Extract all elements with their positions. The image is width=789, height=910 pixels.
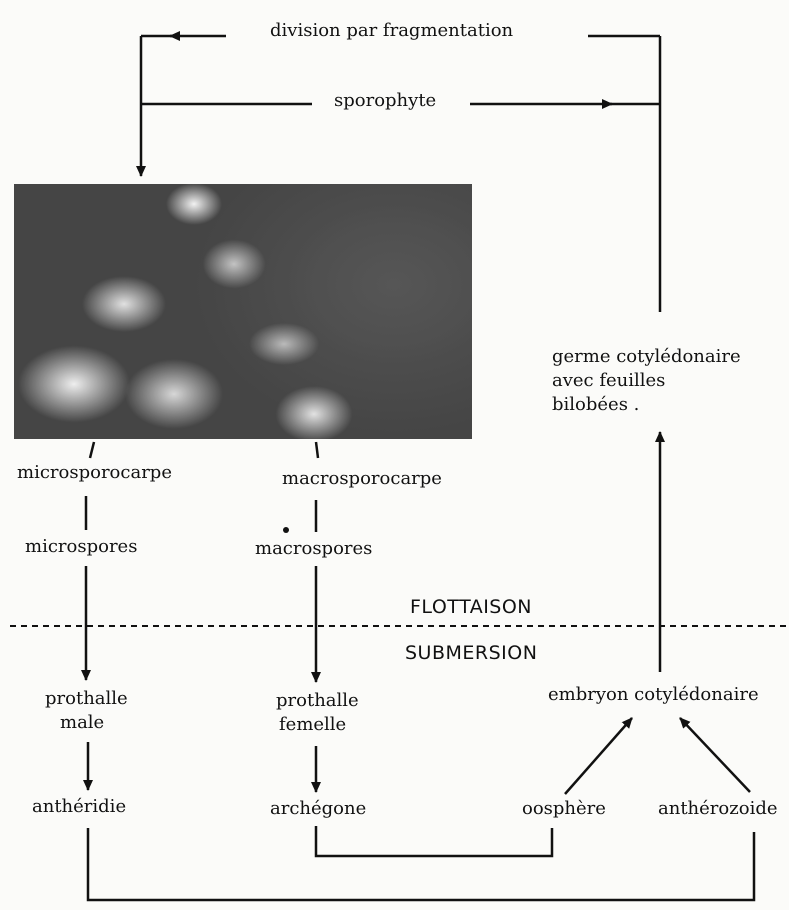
division-label: division par fragmentation [270,20,513,43]
oosphere-to-embryon-arrow [565,718,632,794]
ink-dot [283,527,289,533]
antheridie-to-antherozoide-connector [88,828,754,900]
prothalle-male-line-1: prothalle [45,688,128,711]
macrosporocarpe-label: macrosporocarpe [282,468,442,491]
prothalle-male-line-2: male [60,712,104,735]
antherozoide-to-embryon-arrow [680,718,750,792]
antheridie-label: anthéridie [32,796,126,819]
germe-line-1: germe cotylédonaire [552,346,741,369]
embryon-label: embryon cotylédonaire [548,684,759,707]
microspores-label: microspores [25,536,137,559]
prothalle-femelle-line-2: femelle [279,714,346,737]
sporophyte-label: sporophyte [334,90,436,113]
oosphere-label: oosphère [522,798,606,821]
archegone-label: archégone [270,798,366,821]
microsporocarpe-label: microsporocarpe [17,462,172,485]
flottaison-label: FLOTTAISON [410,596,532,620]
archegone-to-oosphere-connector [316,826,552,856]
macro-tick [316,442,318,458]
germe-line-3: bilobées . [552,394,639,417]
micro-tick [90,442,94,458]
submersion-label: SUBMERSION [405,642,537,666]
antherozoide-label: anthérozoide [658,798,778,821]
macrospores-label: macrospores [255,538,372,561]
germe-line-2: avec feuilles [552,370,665,393]
prothalle-femelle-line-1: prothalle [276,690,359,713]
